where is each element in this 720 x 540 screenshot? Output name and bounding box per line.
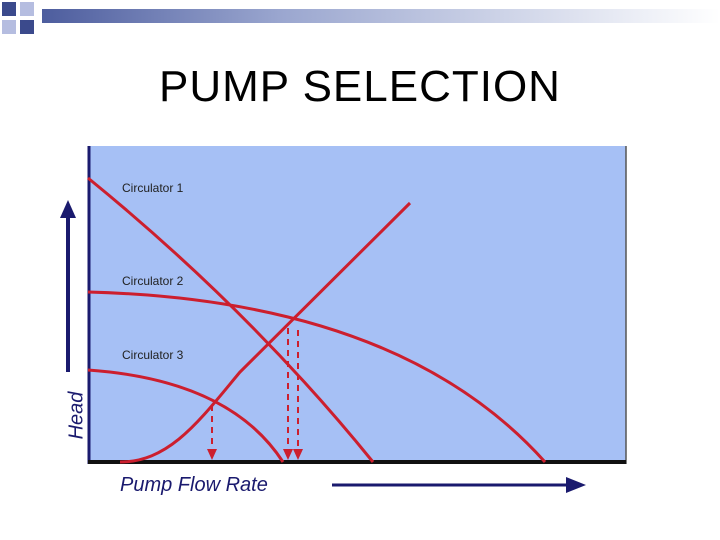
header-decoration <box>2 2 720 34</box>
circulator-1-label: Circulator 1 <box>122 181 184 195</box>
operating-point-2-arrowhead <box>283 449 293 460</box>
circulator-2-curve <box>87 290 547 464</box>
slide-title: PUMP SELECTION <box>159 62 561 111</box>
circulator-3-curve <box>87 368 285 463</box>
operating-point-3-arrowhead <box>293 449 303 460</box>
flow-axis-arrowhead <box>566 477 586 493</box>
system-curve <box>119 201 412 464</box>
x-axis-label: Pump Flow Rate <box>120 474 268 496</box>
circulator-1-curve <box>87 176 375 463</box>
operating-point-1-arrowhead <box>207 449 217 460</box>
circulator-2-label: Circulator 2 <box>122 274 184 288</box>
circulator-3-label: Circulator 3 <box>122 348 184 362</box>
plot-area <box>88 146 626 464</box>
y-axis-label: Head <box>65 391 88 440</box>
head-axis-arrowhead <box>60 200 76 218</box>
